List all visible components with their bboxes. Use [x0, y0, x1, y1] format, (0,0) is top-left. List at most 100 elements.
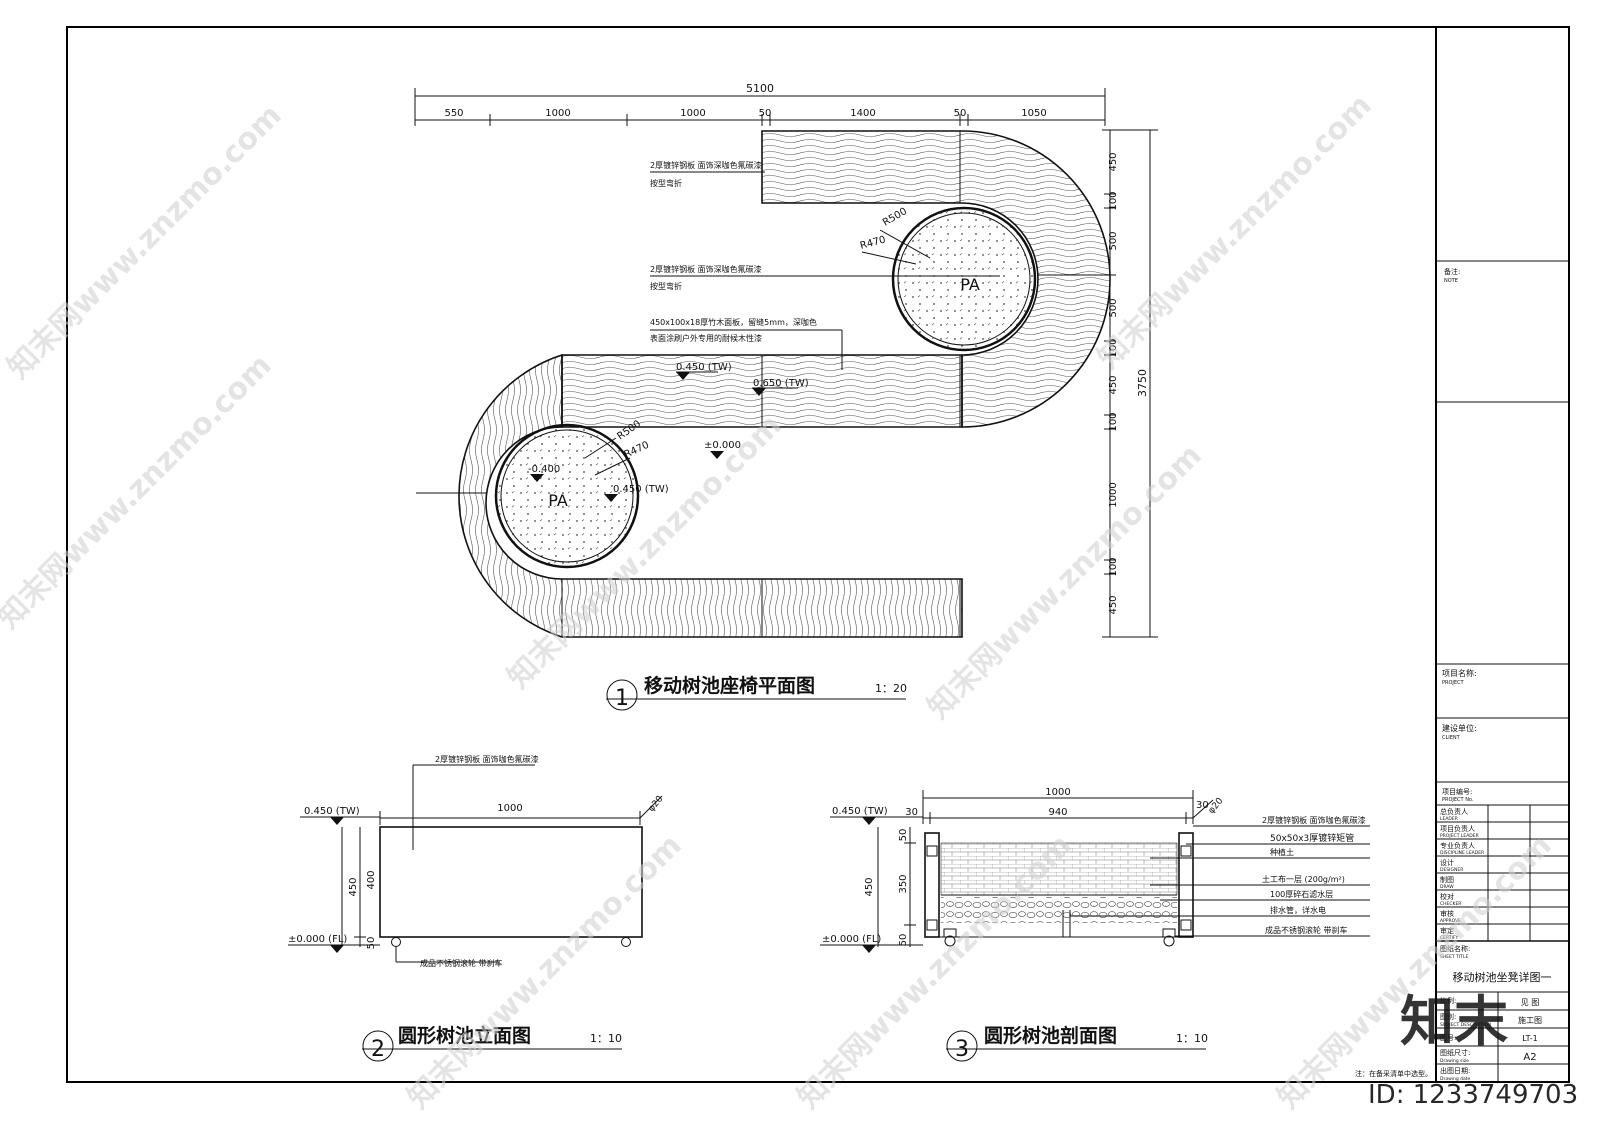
sec-h-50-bot: 50 — [898, 934, 909, 947]
sec-gravel-layer — [941, 897, 1177, 923]
elev-level-top: 0.450 (TW) — [304, 806, 360, 817]
tb-row-1-en: LEADER — [1440, 816, 1458, 822]
sec-width-total: 1000 — [1045, 787, 1070, 798]
tb-date-cn: 出图日期: — [1440, 1066, 1470, 1075]
section-view: 1000 940 30 30 φ20 0.450 (TW) ±0.000 (FL… — [820, 787, 1370, 1062]
tb-project-en: PROJECT — [1442, 680, 1465, 686]
dim-seg-5: 1400 — [850, 108, 875, 119]
planter-label-upper: PA — [960, 275, 980, 294]
tb-row-2-en: PROJECT LEADER — [1440, 833, 1479, 839]
tb-no-cn: 图号: — [1440, 1034, 1456, 1042]
elev-wheel-note: 成品不锈钢滚轮 带刹车 — [420, 958, 503, 968]
plan-scale: 1：20 — [875, 682, 907, 695]
tb-size-en: Drawing size — [1440, 1058, 1469, 1064]
footnote: 注：在备采清单中选型。 — [1355, 1069, 1432, 1078]
sec-title: 圆形树池剖面图 — [984, 1024, 1117, 1047]
sec-note-6: 排水管，详水电 — [1270, 905, 1326, 915]
plan-title: 移动树池座椅平面图 — [644, 674, 815, 697]
elev-note: 2厚镀锌钢板 面饰咖色氟碳漆 — [435, 754, 539, 764]
tb-row-4-en: DESIGNER — [1440, 867, 1463, 873]
note-steel-2: 2厚镀锌钢板 面饰深咖色氟碳漆 — [650, 264, 762, 274]
tb-desc-cn: 图别: — [1440, 1012, 1456, 1021]
dim-v-8: 1000 — [1108, 482, 1119, 507]
watermark-id: ID: 1233749703 — [1368, 1080, 1578, 1110]
sec-h-50-top: 50 — [898, 829, 909, 842]
plan-view: 5100 550 1000 1000 50 1400 50 1050 450 1… — [414, 82, 1158, 711]
sheet-border — [66, 26, 1570, 1083]
sec-note-7: 成品不锈钢滚轮 带刹车 — [1265, 925, 1348, 935]
dim-overall-width: 5100 — [746, 82, 774, 95]
tb-sheet-title-en: SHEET TITLE — [1440, 954, 1468, 960]
elev-h-400: 400 — [366, 870, 377, 889]
tb-note-cn: 备注: — [1444, 267, 1460, 276]
tb-sheet-title: 移动树池坐凳详图一 — [1453, 970, 1552, 984]
tb-row-8-en: CERTIFY — [1440, 935, 1458, 941]
note-bend-1: 按型弯折 — [650, 178, 682, 188]
sec-side-left: 30 — [905, 807, 918, 818]
title-block: 备注: NOTE 项目名称: PROJECT 建设单位: CLIENT 项目编号… — [1436, 260, 1569, 1082]
tb-row-2-cn: 项目负责人 — [1440, 824, 1475, 833]
elev-width: 1000 — [497, 803, 522, 814]
level-tw-450-b: 0.450 (TW) — [613, 484, 669, 495]
dim-seg-4: 50 — [759, 108, 772, 119]
note-steel-1: 2厚镀锌钢板 面饰深咖色氟碳漆 — [650, 160, 762, 170]
planter-circle-upper — [891, 206, 1037, 352]
dim-v-3: 500 — [1108, 231, 1119, 250]
sec-level-top: 0.450 (TW) — [832, 806, 888, 817]
tb-row-6-en: CHECKER — [1440, 901, 1461, 907]
tb-project-cn: 项目名称: — [1442, 668, 1477, 678]
sec-note-4: 土工布一层 (200g/m²) — [1262, 874, 1345, 884]
sec-phi: φ20 — [1207, 796, 1226, 816]
watermark-text: 知末网www.znzmo.com — [1091, 88, 1379, 376]
sec-planting-soil — [940, 842, 1178, 896]
elev-scale: 1：10 — [590, 1032, 622, 1045]
dim-v-4: 500 — [1108, 298, 1119, 317]
dim-seg-7: 1050 — [1021, 108, 1046, 119]
tb-client-en: CLIENT — [1442, 735, 1461, 741]
tb-sheet-title-cn: 图纸名称: — [1440, 944, 1470, 953]
elev-h-50: 50 — [366, 937, 377, 950]
elev-level-bottom: ±0.000 (FL) — [288, 934, 347, 945]
tb-no-val: LT-1 — [1522, 1034, 1537, 1043]
dim-v-9: 100 — [1108, 557, 1119, 576]
tb-row-6-cn: 校对 — [1440, 892, 1454, 901]
tb-client-cn: 建设单位: — [1442, 723, 1477, 733]
dim-seg-2: 1000 — [545, 108, 570, 119]
tb-desc-en: SUBJECT DESCRIPTION — [1440, 1022, 1491, 1028]
dim-v-7: 100 — [1108, 412, 1119, 431]
sec-level-bottom: ±0.000 (FL) — [822, 934, 881, 945]
tb-row-3-en: DISCIPLINE LEADER — [1440, 850, 1484, 856]
tb-project-no-en: PROJECT No. — [1442, 797, 1474, 803]
tb-date-en: Drawing date — [1440, 1076, 1471, 1082]
watermark-text: 知末网www.znzmo.com — [401, 828, 689, 1116]
radius-r470-upper: R470 — [859, 235, 887, 252]
elev-planter-body — [379, 826, 643, 938]
sec-side-right: 30 — [1196, 800, 1209, 811]
sec-note-5: 100厚碎石滤水层 — [1270, 889, 1333, 899]
elev-phi: φ20 — [647, 794, 666, 814]
dim-seg-3: 1000 — [680, 108, 705, 119]
tb-desc-val: 施工图 — [1518, 1015, 1542, 1025]
dim-seg-6: 50 — [954, 108, 967, 119]
note-bend-2: 按型弯折 — [650, 281, 682, 291]
watermark-logo: 知末 — [1400, 990, 1508, 1053]
dim-v-5: 100 — [1108, 338, 1119, 357]
tb-scale-val: 见 图 — [1521, 998, 1540, 1007]
dim-v-6: 450 — [1108, 375, 1119, 394]
watermark-text: 知末网www.znzmo.com — [1, 98, 289, 386]
tb-row-7-cn: 审核 — [1440, 909, 1454, 918]
watermark-text: 知末网www.znzmo.com — [0, 348, 279, 636]
tb-scale-cn: 比例: — [1440, 996, 1456, 1005]
tb-row-8-cn: 审定 — [1440, 926, 1454, 935]
sec-scale: 1：10 — [1176, 1032, 1208, 1045]
sec-h-total: 450 — [864, 877, 875, 896]
tb-row-5-en: DRAW — [1440, 884, 1454, 890]
tb-note-en: NOTE — [1444, 278, 1458, 284]
note-wood-1: 450x100x18厚竹木面板，留缝5mm，深咖色 — [650, 317, 817, 327]
radius-r500-upper: R500 — [881, 206, 909, 229]
radius-r470-lower: R470 — [623, 440, 651, 461]
sec-h-350: 350 — [898, 874, 909, 893]
note-wood-2: 表面涂刷户外专用的耐候木性漆 — [650, 333, 762, 343]
tb-row-1-cn: 总负责人 — [1440, 807, 1468, 816]
bench-upper-arm — [761, 130, 1111, 428]
